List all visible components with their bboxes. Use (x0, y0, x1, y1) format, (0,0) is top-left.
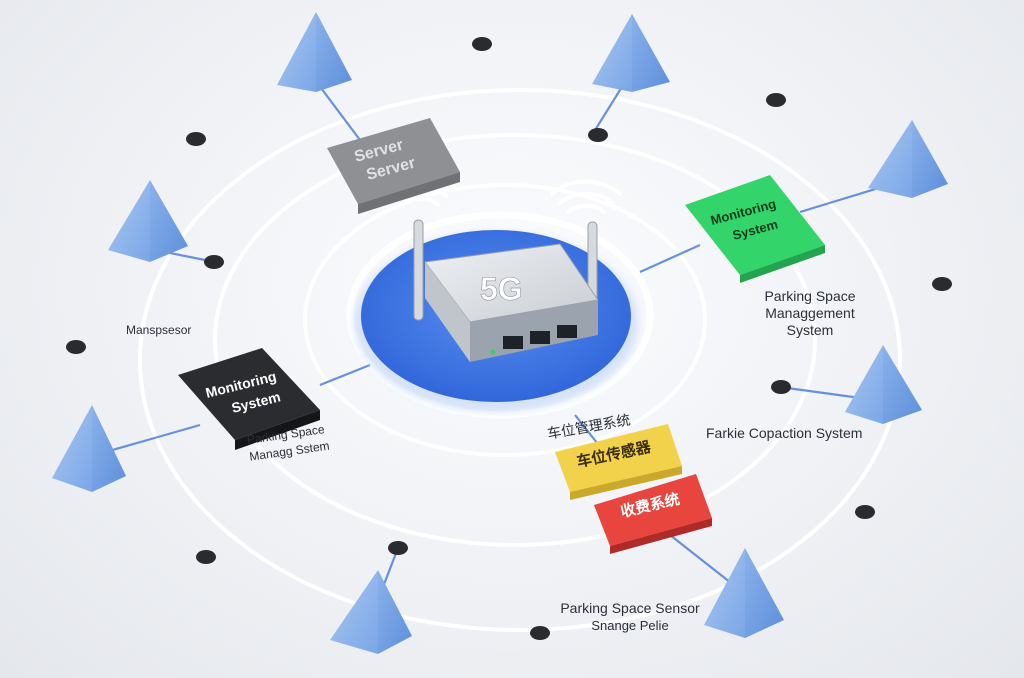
router-antenna-left (413, 219, 424, 321)
node (472, 37, 492, 51)
monitoring-system-black[interactable]: Monitoring System (178, 348, 320, 450)
label-line: System (786, 322, 834, 338)
node (530, 626, 550, 640)
pyramid (704, 548, 784, 638)
pyramid (868, 120, 948, 198)
sensor-nodes (66, 37, 952, 640)
node (66, 340, 86, 354)
parking-sensor-box-yellow[interactable]: 车位传感器 (555, 424, 682, 500)
node (588, 128, 608, 142)
node (855, 505, 875, 519)
label-line: Snange Pelie (591, 618, 669, 633)
node (388, 541, 408, 555)
ring-inner (303, 183, 707, 457)
label-right-system: Farkie Copaction System (706, 425, 863, 441)
node (766, 93, 786, 107)
ring-halo (346, 211, 654, 419)
label-line: Managgement (765, 305, 855, 321)
node (932, 277, 952, 291)
pyramid (52, 405, 126, 492)
status-led (490, 349, 496, 355)
pyramid-sensors (52, 12, 948, 654)
label-sensor-bottom: Parking Space Sensor Snange Pelie (520, 600, 740, 634)
ring-outer (138, 88, 902, 632)
pyramid (845, 345, 922, 424)
monitoring-system-green[interactable]: Monitoring System (685, 175, 825, 283)
label-parking-mgmt-right: Parking Space Managgement System (740, 288, 880, 339)
ring-middle (213, 133, 817, 547)
label-line: Parking Space Sensor (560, 600, 700, 616)
pyramid (330, 570, 412, 654)
node (771, 380, 791, 394)
label-line: Parking Space (764, 288, 856, 304)
billing-system-box-red[interactable]: 收费系统 (594, 474, 712, 554)
router-5g: 5G (413, 219, 599, 362)
pyramid (277, 12, 352, 92)
router-label: 5G (480, 271, 523, 307)
pyramid (592, 14, 670, 92)
node (204, 255, 224, 269)
server-box[interactable]: Server Server (327, 118, 460, 214)
label-left-sensor: Manspsesor (126, 323, 192, 337)
node (196, 550, 216, 564)
concentric-rings (138, 88, 902, 632)
ethernet-ports (503, 325, 577, 349)
node (186, 132, 206, 146)
pyramid (108, 180, 188, 262)
